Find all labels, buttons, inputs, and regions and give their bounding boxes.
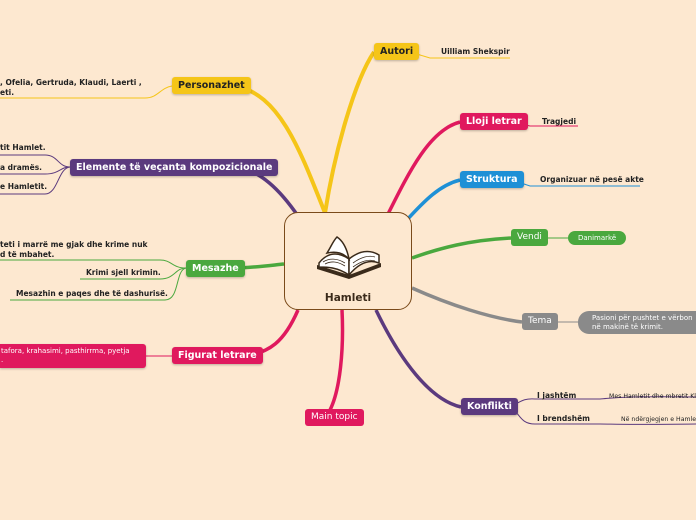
konflikti-sub-brendshem[interactable]: I brendshëm (537, 414, 590, 423)
figurat-letrare-value-line1: tafora, krahasimi, pasthirrma, pyetja (1, 347, 130, 355)
elemente-item-2[interactable]: a dramës. (0, 163, 43, 172)
personazhet-value[interactable]: , Ofelia, Gertruda, Klaudi, Laerti , eti… (0, 78, 142, 98)
elemente-item-1[interactable]: tit Hamlet. (0, 143, 46, 152)
mesazhe-item-3[interactable]: Mesazhin e paqes dhe të dashurisë. (16, 289, 168, 298)
lloji-letrar-value[interactable]: Tragjedi (542, 117, 577, 126)
figurat-letrare-value-line2: . (1, 356, 4, 364)
topic-tema[interactable]: Tema (522, 313, 558, 330)
topic-personazhet[interactable]: Personazhet (172, 77, 251, 94)
topic-lloji-letrar[interactable]: Lloji letrar (460, 113, 528, 130)
topic-elemente-kompozicionale[interactable]: Elemente të veçanta kompozicionale (70, 159, 279, 176)
mesazhe-item-1-line1: teti i marrë me gjak dhe krime nuk (0, 240, 148, 249)
elemente-item-3[interactable]: e Hamletit. (0, 182, 48, 191)
open-book-icon (313, 231, 385, 287)
vendi-value[interactable]: Danimarkë (568, 231, 627, 245)
autori-value[interactable]: Uilliam Shekspir (441, 47, 510, 56)
konflikti-sub-jashtem[interactable]: I jashtëm (537, 391, 577, 400)
topic-vendi[interactable]: Vendi (511, 229, 548, 246)
konflikti-sub-jashtem-text[interactable]: Mes Hamletit dhe mbretit Kla (609, 393, 696, 400)
mesazhe-item-2[interactable]: Krimi sjell krimin. (86, 268, 161, 277)
topic-main-topic[interactable]: Main topic (305, 409, 364, 426)
konflikti-sub-brendshem-text[interactable]: Në ndërgjegjen e Hamlet (621, 416, 696, 423)
struktura-value[interactable]: Organizuar në pesë akte (540, 175, 644, 184)
central-topic-title: Hamleti (324, 292, 372, 304)
topic-autori[interactable]: Autori (374, 43, 420, 60)
topic-figurat-letrare[interactable]: Figurat letrare (172, 347, 263, 364)
topic-konflikti[interactable]: Konflikti (461, 398, 518, 415)
personazhet-value-line1: , Ofelia, Gertruda, Klaudi, Laerti , (0, 78, 142, 87)
tema-value-line2: në makinë të krimit. (592, 323, 663, 331)
tema-value[interactable]: Pasioni për pushtet e vërbon në makinë t… (578, 311, 696, 334)
tema-value-line1: Pasioni për pushtet e vërbon (592, 314, 693, 322)
mesazhe-item-1-line2: d të mbahet. (0, 250, 55, 259)
topic-struktura[interactable]: Struktura (460, 171, 524, 188)
mesazhe-item-1[interactable]: teti i marrë me gjak dhe krime nuk d të … (0, 240, 148, 260)
personazhet-value-line2: eti. (0, 88, 15, 97)
topic-mesazhe[interactable]: Mesazhe (186, 260, 245, 277)
central-topic[interactable]: Hamleti (284, 212, 412, 310)
figurat-letrare-value[interactable]: tafora, krahasimi, pasthirrma, pyetja . (0, 344, 146, 368)
